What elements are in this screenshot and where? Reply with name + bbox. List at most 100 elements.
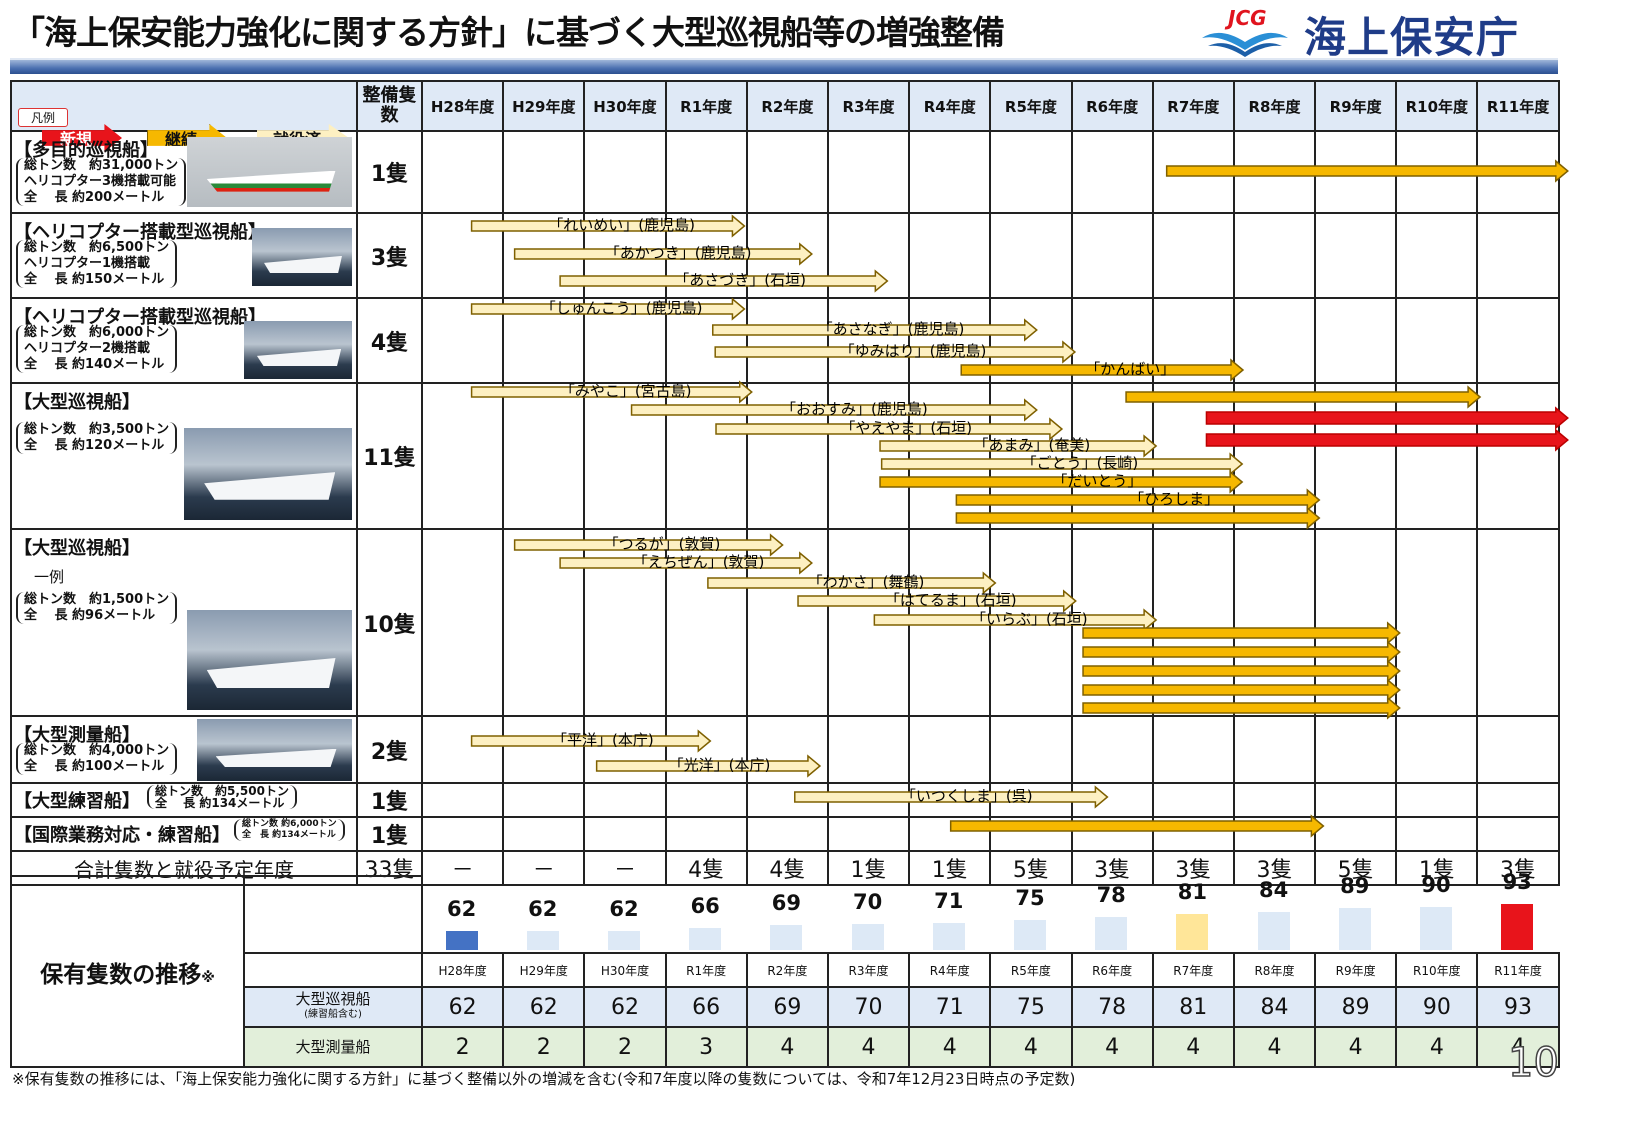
holdings-bar	[608, 931, 640, 950]
arrow-completed	[715, 417, 1064, 441]
ship-cell: 【多目的巡視船】総トン数 約31,000トンヘリコプター3機搭載可能全 長 約2…	[10, 130, 358, 214]
patrol-value: 66	[664, 986, 748, 1028]
ship-count: 2隻	[356, 715, 423, 784]
arrow-label: 「あさづき」(石垣)	[674, 271, 806, 289]
page-number: 10	[1507, 1039, 1559, 1087]
year-cell	[1151, 782, 1235, 818]
year-cell	[1314, 382, 1398, 530]
patrol-value: 84	[1232, 986, 1317, 1028]
year-cell	[583, 715, 667, 784]
survey-value: 4	[908, 1026, 992, 1068]
year-cell	[1070, 715, 1154, 784]
survey-value: 4	[1232, 1026, 1317, 1068]
patrol-value: 81	[1151, 986, 1235, 1028]
year-cell	[502, 816, 586, 852]
holdings-year: H29年度	[502, 952, 586, 988]
year-cell	[420, 130, 505, 214]
year-header: R7年度	[1151, 80, 1235, 132]
arrow-label: 「ごとう」(長崎)	[1022, 454, 1139, 472]
year-cell	[420, 382, 505, 530]
arrow-new	[1205, 428, 1569, 452]
patrol-value: 69	[745, 986, 829, 1028]
patrol-label-cell: 大型巡視船(練習船含む)	[243, 986, 423, 1028]
holdings-year: R4年度	[908, 952, 992, 988]
patrol-value: 90	[1395, 986, 1479, 1028]
year-cell	[745, 297, 829, 384]
arrow-label: 「あかつき」(鹿児島)	[605, 244, 752, 262]
arrow-label: 「おおすみ」(鹿児島)	[781, 400, 928, 418]
year-cell	[1314, 816, 1398, 852]
ship-photo	[187, 610, 352, 710]
arrow-completed	[879, 434, 1158, 458]
holdings-title: 保有隻数の推移	[40, 961, 202, 988]
holdings-bar-label: 62	[609, 897, 639, 921]
arrow-continuing	[1082, 678, 1401, 702]
spec-line: 総トン数 約5,500トン	[155, 784, 289, 798]
arrow-continuing	[949, 814, 1325, 838]
arrow-completed	[880, 452, 1244, 476]
arrow-continuing	[1082, 696, 1401, 720]
year-cell	[1395, 782, 1479, 818]
year-cell	[1476, 816, 1560, 852]
jcg-logo: JCG 海上保安庁	[1200, 4, 1519, 65]
year-cell	[745, 130, 829, 214]
holdings-year: H28年度	[420, 952, 505, 988]
year-cell	[1395, 715, 1479, 784]
ship-specs: 総トン数 約6,000トン全 長 約134メートル	[234, 819, 345, 841]
arrow-continuing	[1082, 621, 1401, 645]
arrow-completed	[630, 398, 1038, 422]
ship-count: 1隻	[356, 130, 423, 214]
holdings-year: R11年度	[1476, 952, 1560, 988]
holdings-year: R1年度	[664, 952, 748, 988]
arrow-completed	[513, 533, 784, 557]
ship-specs: 総トン数 約4,000トン全 長 約100メートル	[16, 743, 178, 775]
ship-cell: 【ヘリコプター搭載型巡視船】総トン数 約6,000トンヘリコプター2機搭載全 長…	[10, 297, 358, 384]
year-cell	[1232, 297, 1317, 384]
year-cell	[1395, 382, 1479, 530]
ship-cell: 【大型練習船】総トン数 約5,500トン全 長 約134メートル	[10, 782, 358, 818]
arrow-completed	[595, 754, 822, 778]
year-cell	[583, 816, 667, 852]
year-header: R9年度	[1314, 80, 1398, 132]
arrow-continuing	[1082, 659, 1401, 683]
year-cell	[826, 297, 911, 384]
year-cell	[826, 715, 911, 784]
arrow-completed	[797, 589, 1077, 613]
ship-name: 【大型練習船】	[14, 791, 140, 812]
holdings-bar	[526, 931, 559, 950]
ship-name: 【大型測量船】	[14, 725, 140, 746]
year-cell	[989, 212, 1073, 299]
arrow-label: 「しゅんこう」(鹿児島)	[541, 299, 703, 317]
spec-line: 総トン数 約31,000トン	[24, 158, 179, 173]
year-cell	[1395, 212, 1479, 299]
logo-org-name: 海上保安庁	[1304, 13, 1520, 62]
ship-photo	[184, 428, 352, 520]
count-header: 整備隻数	[356, 80, 423, 132]
year-cell	[1314, 782, 1398, 818]
spec-line: 全 長 約200メートル	[24, 190, 165, 205]
holdings-bar	[1014, 919, 1046, 950]
survey-value: 3	[664, 1026, 748, 1068]
ship-photo	[252, 228, 352, 286]
survey-value: 4	[1070, 1026, 1154, 1068]
ship-name: 【大型巡視船】	[14, 392, 140, 413]
patrol-value: 78	[1070, 986, 1154, 1028]
survey-value: 4	[1151, 1026, 1235, 1068]
arrow-label: 「光洋」(本庁)	[669, 756, 771, 774]
spec-line: 総トン数 約3,500トン	[24, 422, 170, 437]
year-cell	[1395, 297, 1479, 384]
survey-value: 4	[1476, 1026, 1560, 1068]
blank-cell	[243, 952, 423, 988]
ship-specs: 総トン数 約3,500トン全 長 約120メートル	[16, 422, 178, 454]
ship-photo	[244, 321, 352, 379]
patrol-value: 62	[420, 986, 505, 1028]
year-cell	[502, 782, 586, 818]
year-cell	[1476, 782, 1560, 818]
spec-line: ヘリコプター2機搭載	[24, 341, 151, 356]
arrow-label: 「つるが」(敦賀)	[604, 535, 721, 553]
ship-cell: 【大型測量船】総トン数 約4,000トン全 長 約100メートル	[10, 715, 358, 784]
year-cell	[745, 715, 829, 784]
year-cell	[989, 715, 1073, 784]
patrol-label: 大型巡視船	[295, 990, 371, 1008]
